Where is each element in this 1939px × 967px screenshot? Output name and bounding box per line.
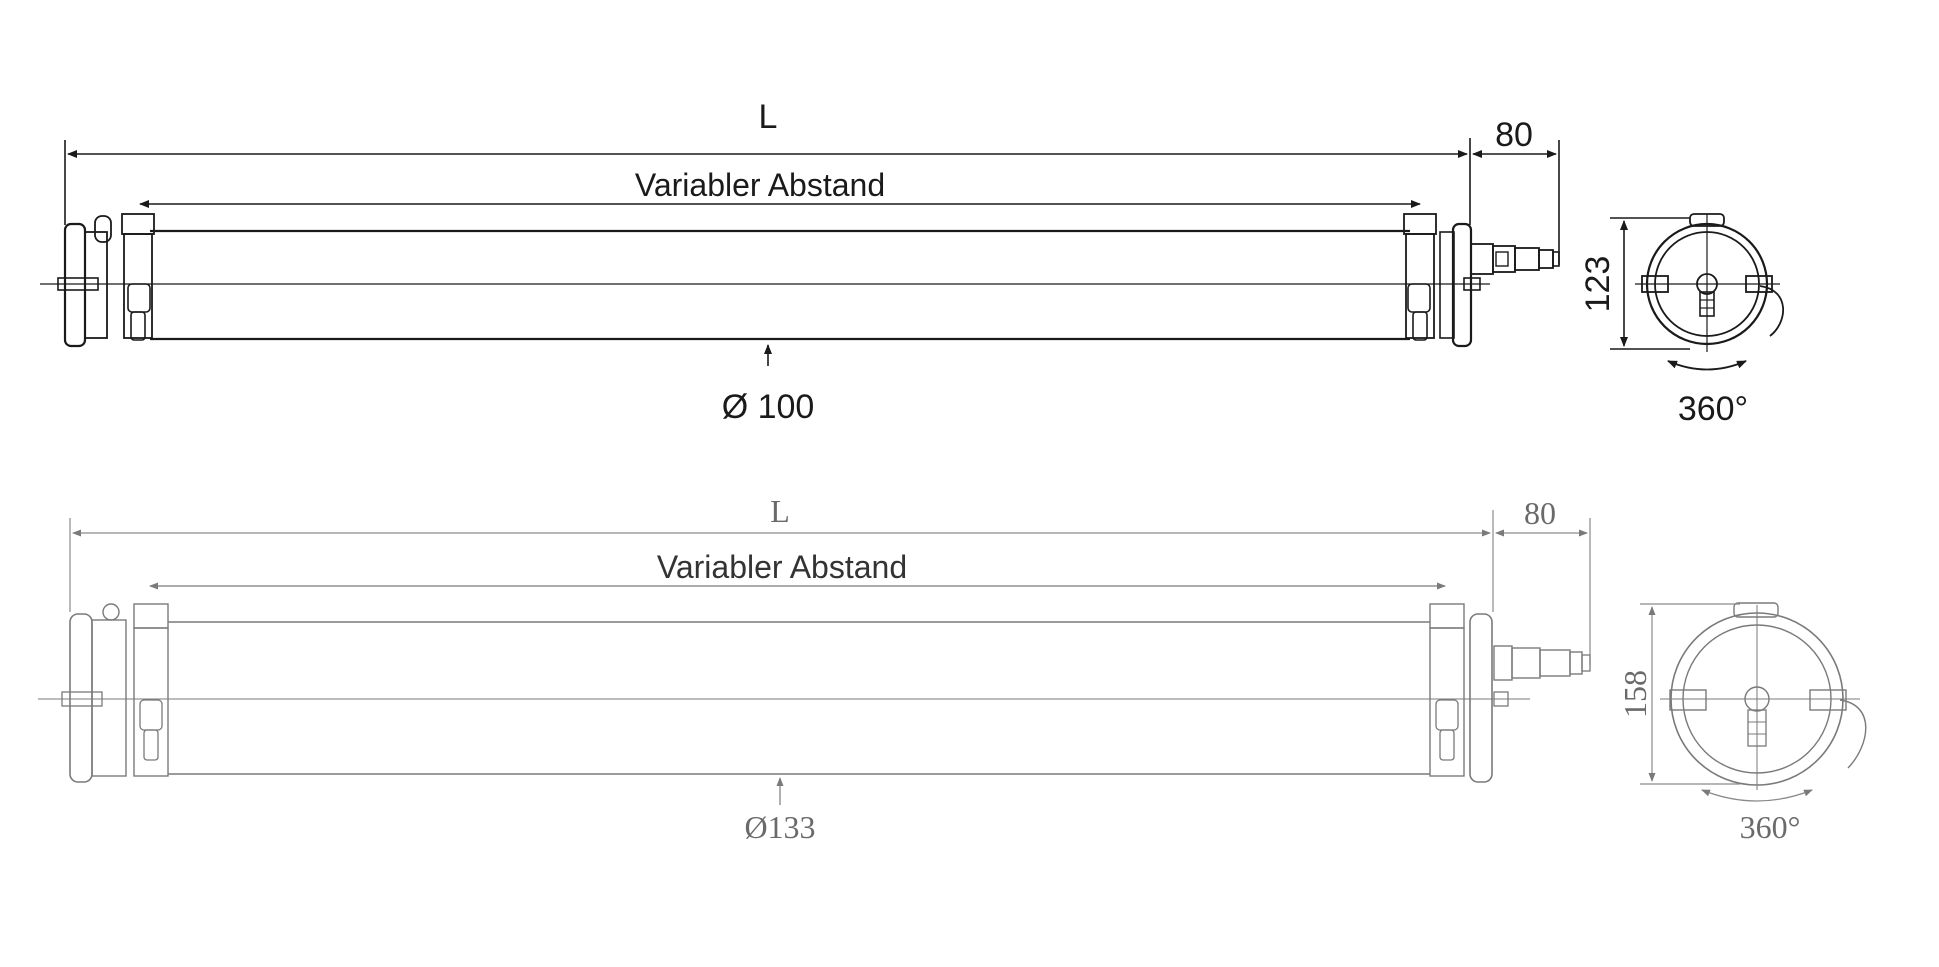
bottom-connector-dimension bbox=[1495, 518, 1591, 665]
top-height-label: 123 bbox=[1579, 256, 1617, 313]
bottom-drawing: L 80 Variabler Abstand bbox=[38, 493, 1867, 845]
top-drawing: L 80 Variabler Abstand bbox=[40, 98, 1784, 428]
top-connector-dimension bbox=[1472, 140, 1560, 265]
top-diameter-label: Ø 100 bbox=[722, 388, 815, 426]
bottom-length-label: L bbox=[770, 493, 790, 529]
bottom-spacing-label: Variabler Abstand bbox=[657, 549, 907, 585]
top-spacing-label: Variabler Abstand bbox=[635, 167, 885, 203]
bottom-luminaire-end-view bbox=[1660, 602, 1867, 790]
top-height-dimension bbox=[1610, 217, 1690, 350]
top-connector-label: 80 bbox=[1495, 116, 1533, 154]
top-length-dimension bbox=[64, 138, 1471, 225]
top-luminaire-side-view bbox=[40, 213, 1560, 348]
bottom-rotation-indicator bbox=[1701, 789, 1813, 802]
top-rotation-indicator bbox=[1667, 360, 1747, 371]
top-luminaire-end-view bbox=[1635, 213, 1784, 352]
bottom-height-dimension bbox=[1640, 603, 1740, 785]
top-rotation-label: 360° bbox=[1678, 390, 1748, 428]
bottom-height-label: 158 bbox=[1617, 670, 1653, 718]
bottom-diameter-label: Ø133 bbox=[744, 809, 815, 845]
bottom-rotation-label: 360° bbox=[1740, 809, 1801, 845]
bottom-length-dimension bbox=[69, 510, 1494, 612]
bottom-luminaire-side-view bbox=[38, 603, 1591, 783]
top-length-label: L bbox=[759, 98, 778, 136]
bottom-connector-label: 80 bbox=[1524, 495, 1556, 531]
